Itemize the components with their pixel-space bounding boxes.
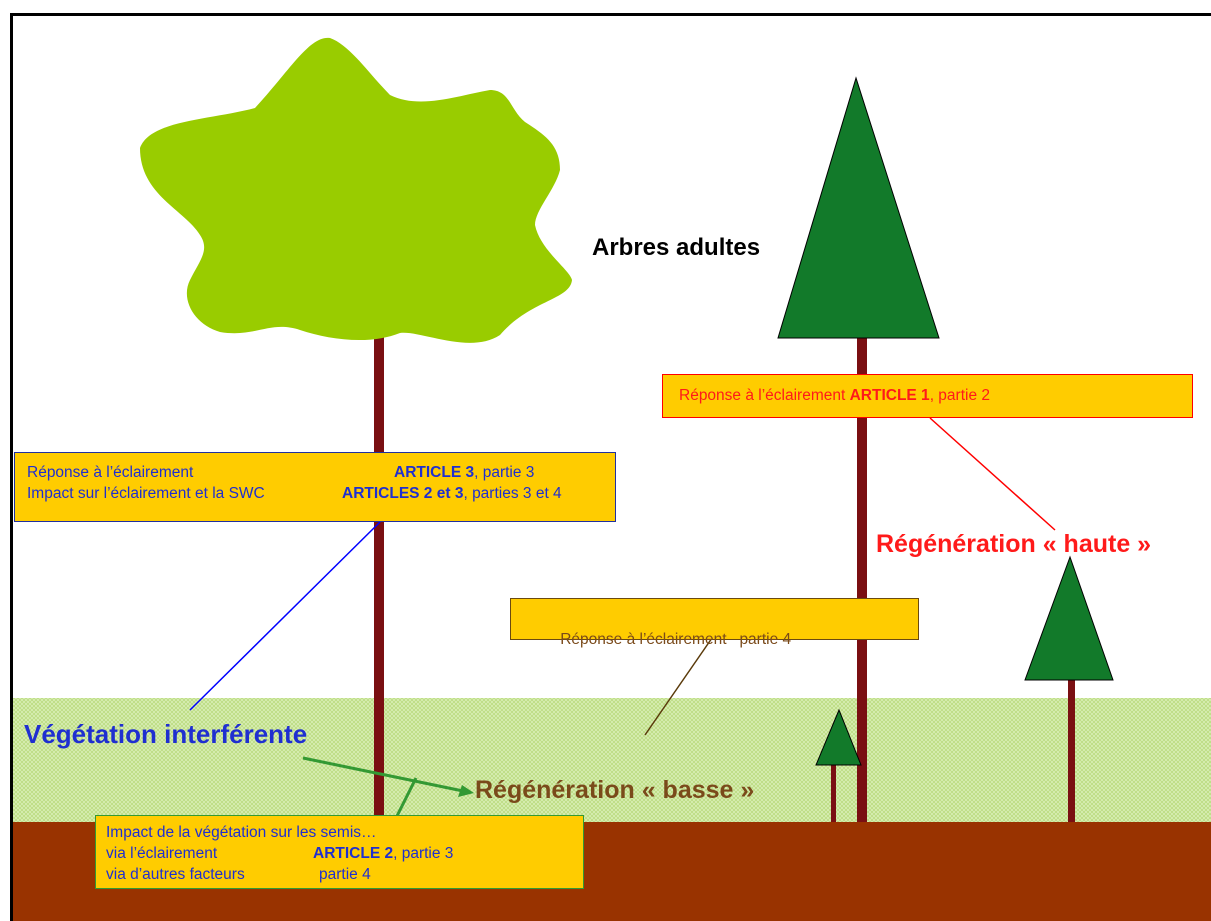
blue-line2-prefix: Impact sur l’éclairement et la SWC	[27, 485, 265, 502]
green-box-line1: Impact de la végétation sur les semis…	[106, 824, 377, 841]
green-line3-suffix: partie 4	[319, 866, 371, 883]
green-line2-article: ARTICLE 2	[313, 845, 394, 862]
green-line3-prefix: via d’autres facteurs	[106, 866, 245, 883]
broadleaf-trunk	[374, 330, 384, 822]
brown-box-text: Réponse à l’éclairement partie 4	[560, 631, 792, 648]
adult-trees-label: Arbres adultes	[592, 234, 761, 261]
low-regen-trunk	[831, 765, 836, 822]
green-tick	[395, 777, 418, 817]
brown-connector	[644, 637, 713, 736]
green-arrow	[302, 756, 464, 793]
blue-line2-article: ARTICLES 2 et 3	[342, 485, 464, 502]
conifer-trunk	[857, 335, 867, 822]
blue-line1-prefix: Réponse à l’éclairement	[27, 464, 194, 481]
undergrowth-layer	[13, 698, 1211, 822]
low-regen-label: Régénération « basse »	[475, 776, 755, 804]
green-arrowhead	[458, 785, 474, 797]
red-connector	[929, 417, 1056, 531]
low-regen-response-box: Réponse à l’éclairement partie 4	[510, 598, 919, 648]
green-line2-prefix: via l’éclairement	[106, 845, 218, 862]
blue-line1-suffix: , partie 3	[474, 464, 535, 481]
blue-box-line2: Impact sur l’éclairement et la SWC ARTICL…	[27, 483, 615, 504]
diagram-frame	[10, 13, 1211, 921]
vegetation-impact-box: Impact de la végétation sur les semis… v…	[95, 815, 584, 889]
blue-box-line1: Réponse à l’éclairement ARTICLE 3, partie…	[27, 462, 615, 483]
broadleaf-crown	[140, 37, 572, 343]
green-line2-suffix: , partie 3	[393, 845, 454, 862]
blue-line1-article: ARTICLE 3	[394, 464, 475, 481]
blue-line2-suffix: , parties 3 et 4	[463, 485, 562, 502]
high-regen-label: Régénération « haute »	[876, 530, 1152, 558]
red-box-prefix: Réponse à l’éclairement	[679, 387, 850, 404]
red-box-suffix: , partie 2	[929, 387, 990, 404]
conifer-crown	[777, 76, 940, 339]
blue-connector	[189, 521, 381, 711]
green-box-line2: via l’éclairement ARTICLE 2, partie 3	[106, 843, 583, 864]
red-box-article: ARTICLE 1	[849, 387, 930, 404]
high-regen-trunk	[1068, 680, 1075, 822]
high-regen-crown	[1024, 555, 1114, 681]
green-box-line3: via d’autres facteurs partie 4	[106, 864, 583, 885]
interfering-vegetation-label: Végétation interférente	[24, 719, 308, 749]
low-regen-crown	[815, 708, 862, 766]
adult-conifer-response-box: Réponse à l’éclairement ARTICLE 1, parti…	[662, 374, 1193, 418]
